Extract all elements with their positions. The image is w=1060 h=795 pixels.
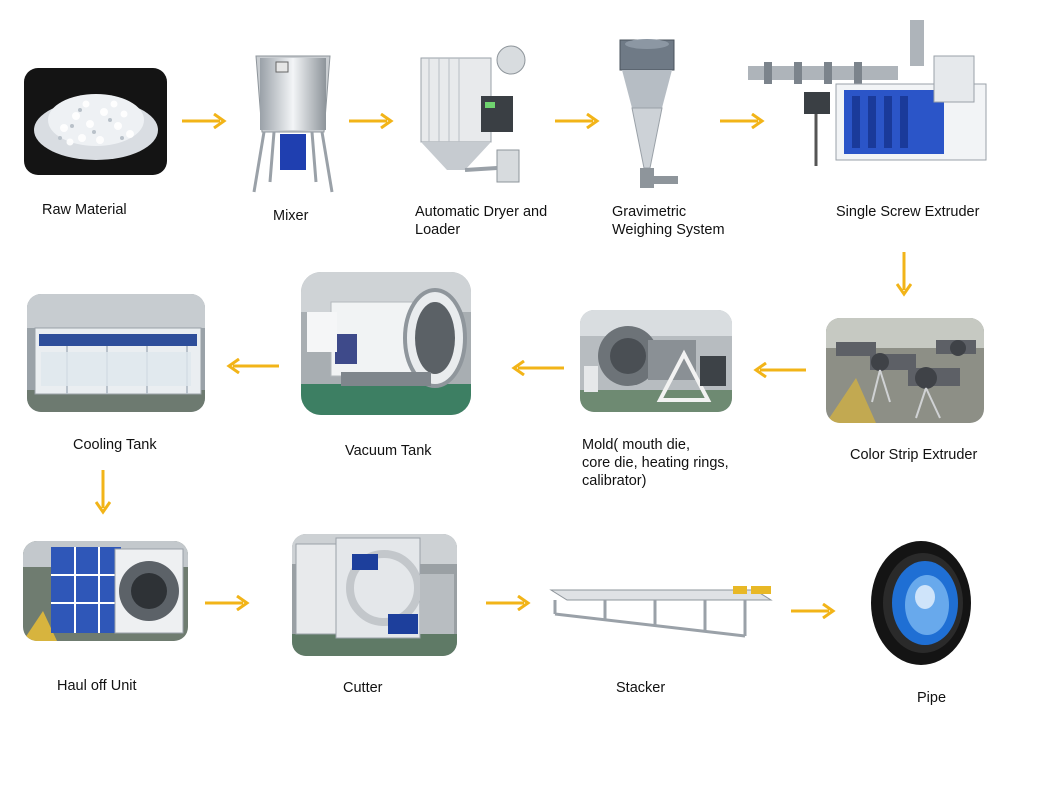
color-strip-label: Color Strip Extruder <box>850 447 978 463</box>
cooling-tank-label: Cooling Tank <box>73 437 157 453</box>
vacuum-tank-label: Vacuum Tank <box>345 443 432 459</box>
arrow-right-icon <box>182 113 227 129</box>
cooling-tank-image <box>27 294 205 412</box>
arrow-left-icon <box>753 362 806 378</box>
color-strip-image <box>826 318 984 423</box>
arrow-right-icon <box>349 113 394 129</box>
gravimetric-image <box>614 38 682 196</box>
raw-material-label: Raw Material <box>42 202 127 218</box>
stacker-image <box>545 572 775 642</box>
arrow-down-icon <box>896 252 912 297</box>
mold-label: Mold( mouth die, core die, heating rings… <box>582 437 729 489</box>
pipe-label: Pipe <box>917 690 947 706</box>
extruder-image <box>744 16 994 174</box>
mixer-label: Mixer <box>273 208 309 224</box>
mixer-image <box>250 52 335 200</box>
cutter-image <box>292 534 457 656</box>
mold-image <box>580 310 732 412</box>
gravimetric-label: Gravimetric Weighing System <box>612 204 725 238</box>
cutter-label: Cutter <box>343 680 383 696</box>
arrow-right-icon <box>555 113 600 129</box>
arrow-right-icon <box>205 595 250 611</box>
vacuum-tank-image <box>301 272 471 415</box>
raw-material-image <box>24 68 167 175</box>
dryer-image <box>415 42 530 192</box>
stacker-label: Stacker <box>616 680 666 696</box>
arrow-left-icon <box>511 360 564 376</box>
pipe-image <box>865 537 973 672</box>
haul-off-label: Haul off Unit <box>57 678 137 694</box>
arrow-left-icon <box>226 358 279 374</box>
arrow-right-icon <box>486 595 531 611</box>
arrow-right-icon <box>720 113 765 129</box>
arrow-right-icon <box>791 603 836 619</box>
extruder-label: Single Screw Extruder <box>836 204 980 220</box>
haul-off-image <box>23 541 188 641</box>
arrow-down-icon <box>95 470 111 515</box>
dryer-label: Automatic Dryer and Loader <box>415 204 548 238</box>
